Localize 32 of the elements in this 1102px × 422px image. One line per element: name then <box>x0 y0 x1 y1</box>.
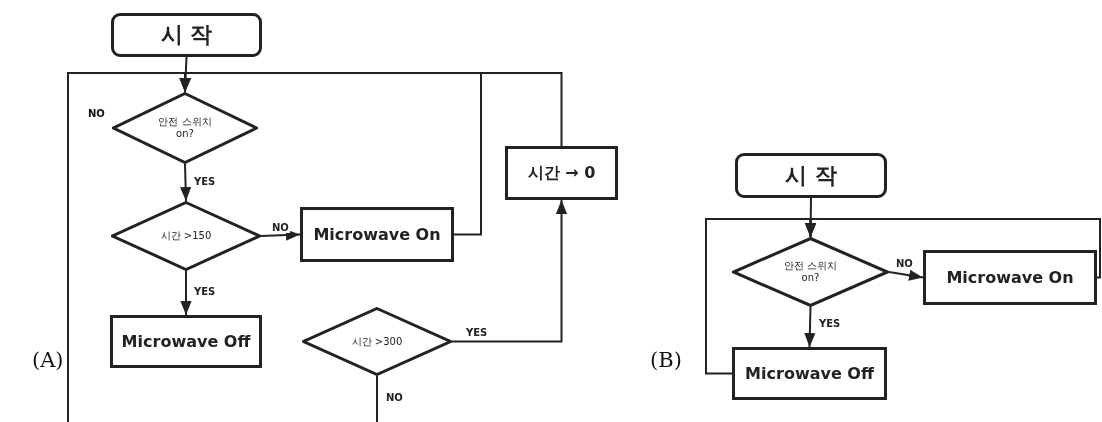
start-terminal: 시 작 <box>111 13 262 57</box>
decision-text: 안전 스위치 on? <box>782 260 839 284</box>
process-box: 시간 → 0 <box>505 146 618 200</box>
arrow <box>804 218 1101 279</box>
decision-text: 시간 >300 <box>351 335 403 348</box>
decision-text: 안전 스위치 on? <box>157 116 213 140</box>
arrow <box>180 270 192 316</box>
arrow <box>260 229 301 241</box>
process-box: Microwave Off <box>110 315 262 368</box>
panel-label: (A) <box>32 348 64 372</box>
decision-diamond <box>302 307 452 376</box>
arrow <box>804 306 816 348</box>
process-box: Microwave On <box>923 250 1097 305</box>
arrow <box>451 199 568 343</box>
edge-label: YES <box>818 318 842 329</box>
panel-label: (B) <box>650 348 682 372</box>
start-terminal: 시 작 <box>735 153 887 198</box>
decision-text: 시간 >150 <box>160 230 212 242</box>
decision-diamond <box>112 92 258 164</box>
edge-label: YES <box>193 286 217 297</box>
arrow <box>179 72 482 236</box>
decision-diamond <box>111 201 261 271</box>
decision-diamond <box>732 237 889 307</box>
process-box: Microwave Off <box>732 347 887 400</box>
edge-label: NO <box>385 392 404 403</box>
edge-label: YES <box>193 176 217 187</box>
process-box: Microwave On <box>300 207 454 262</box>
arrow <box>888 269 924 281</box>
edge-label: NO <box>895 258 914 269</box>
arrow <box>180 163 192 202</box>
edge-label: YES <box>465 327 489 338</box>
edge-label: NO <box>271 222 290 233</box>
